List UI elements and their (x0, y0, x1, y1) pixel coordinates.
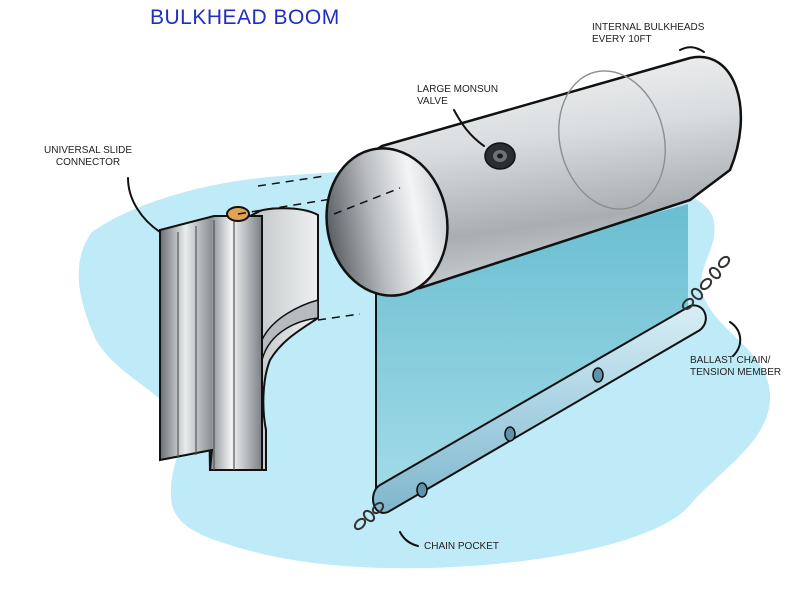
callout-slide-connector (127, 177, 161, 233)
chain-pocket-tube (372, 304, 707, 514)
label-slide-connector: UNIVERSAL SLIDE CONNECTOR (44, 145, 132, 169)
ballast-chain-icon (353, 255, 731, 531)
label-slide-connector-line2: CONNECTOR (55, 157, 121, 168)
callout-ballast-chain (729, 321, 742, 357)
callout-chain-pocket (399, 531, 419, 547)
connector-wall-shadow (261, 299, 319, 361)
float-open-end (325, 147, 449, 297)
callout-internal-bulkheads (679, 46, 705, 53)
monsun-valve-icon (484, 142, 516, 170)
pocket-grommets (416, 367, 604, 498)
label-internal-bulkheads-line2: EVERY 10ft (592, 34, 652, 45)
callout-monsun-valve (453, 109, 485, 147)
label-monsun-valve-line1: LARGE MONSUN (417, 84, 499, 95)
label-slide-connector-line1: UNIVERSAL SLIDE (44, 145, 132, 156)
label-ballast-chain: BALLAST CHAIN/ TENSION MEMBER (690, 355, 781, 379)
page-title: BULKHEAD BOOM (150, 6, 340, 29)
connector-grooves (177, 216, 235, 470)
label-monsun-valve-line2: VALVE (417, 96, 448, 107)
label-ballast-chain-line2: TENSION MEMBER (690, 367, 782, 378)
internal-bulkhead-ring (558, 70, 666, 210)
connector-guide-lines (237, 175, 401, 321)
label-ballast-chain-line1: BALLAST CHAIN/ (690, 355, 771, 366)
label-chain-pocket: CHAIN POCKET (424, 541, 500, 552)
label-internal-bulkheads-line1: INTERNAL BULKHEADS (592, 22, 705, 33)
slide-connector (159, 215, 263, 471)
label-monsun-valve: LARGE MONSUN VALVE (417, 84, 498, 108)
float-guide-line (333, 187, 401, 215)
label-internal-bulkheads: INTERNAL BULKHEADS EVERY 10ft (592, 22, 704, 46)
callout-lines (127, 46, 742, 547)
